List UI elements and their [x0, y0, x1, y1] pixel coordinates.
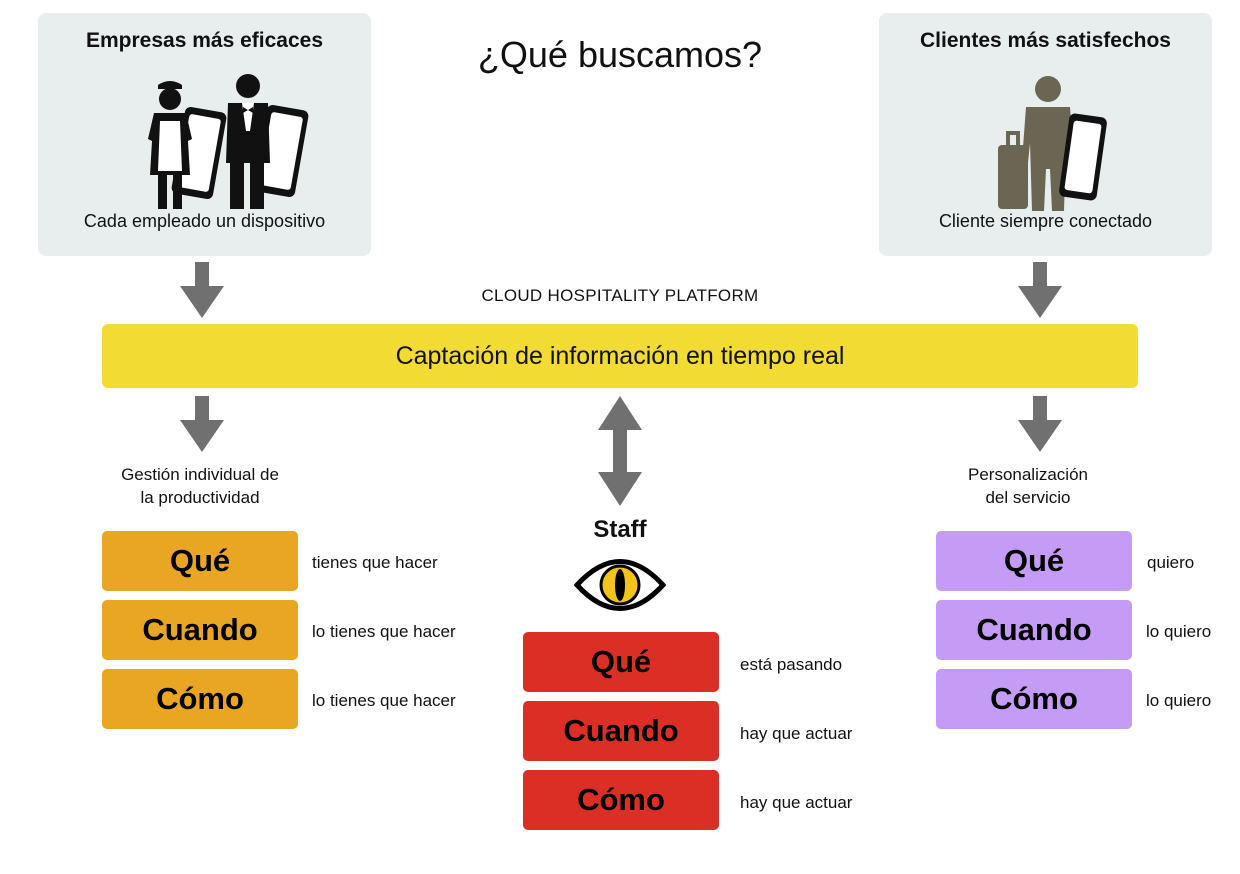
left-cuando-label: Cuando	[142, 612, 258, 647]
center-como-box: Cómo	[523, 770, 719, 830]
right-column-heading: Personalización del servicio	[918, 463, 1138, 509]
double-arrow-icon	[598, 396, 642, 506]
center-como-text: hay que actuar	[740, 793, 853, 812]
left-column-heading: Gestión individual de la productividad	[90, 463, 310, 509]
companies-panel-caption: Cada empleado un dispositivo	[83, 211, 326, 231]
butler-with-phone-icon	[226, 74, 309, 209]
maid-with-phone-icon	[148, 81, 227, 209]
eye-icon	[574, 559, 666, 611]
left-como-text: lo tienes que hacer	[312, 691, 456, 710]
center-como-label: Cómo	[577, 782, 665, 817]
staff-heading: Staff	[593, 516, 647, 543]
arrow-down-icon	[1018, 396, 1062, 452]
left-cuando-text: lo tienes que hacer	[312, 622, 456, 641]
arrow-down-icon	[180, 262, 224, 318]
left-que-text: tienes que hacer	[312, 553, 438, 572]
left-column-heading-line1: Gestión individual de	[121, 465, 279, 484]
clients-panel-caption: Cliente siempre conectado	[938, 211, 1153, 231]
center-que-text: está pasando	[740, 655, 843, 674]
center-cuando-text: hay que actuar	[740, 724, 853, 743]
clients-panel-title: Clientes más satisfechos	[920, 29, 1171, 52]
left-como-label: Cómo	[156, 681, 244, 716]
center-cuando-box: Cuando	[523, 701, 719, 761]
right-cuando-label: Cuando	[976, 612, 1092, 647]
right-como-text: lo quiero	[1146, 691, 1212, 710]
center-que-label: Qué	[590, 644, 652, 679]
arrow-down-icon	[180, 396, 224, 452]
right-como-box: Cómo	[936, 669, 1132, 729]
right-cuando-text: lo quiero	[1146, 622, 1212, 641]
right-que-label: Qué	[1003, 543, 1065, 578]
right-como-label: Cómo	[990, 681, 1078, 716]
left-como-box: Cómo	[102, 669, 298, 729]
right-column-heading-line1: Personalización	[967, 465, 1088, 484]
page-title: ¿Qué buscamos?	[477, 34, 763, 75]
right-que-text: quiero	[1147, 553, 1195, 572]
left-que-box: Qué	[102, 531, 298, 591]
right-column-heading-line2: del servicio	[985, 488, 1071, 507]
realtime-capture-text: Captación de información en tiempo real	[395, 341, 845, 370]
center-cuando-label: Cuando	[563, 713, 679, 748]
right-cuando-box: Cuando	[936, 600, 1132, 660]
left-que-label: Qué	[169, 543, 231, 578]
clients-panel: Clientes más satisfechos Cliente siempre…	[879, 13, 1212, 256]
right-que-box: Qué	[936, 531, 1132, 591]
center-que-box: Qué	[523, 632, 719, 692]
companies-panel: Empresas más eficaces Cada empleado un d…	[38, 13, 371, 256]
left-column-heading-line2: la productividad	[140, 488, 260, 507]
realtime-capture-bar: Captación de información en tiempo real	[102, 324, 1138, 388]
companies-panel-title: Empresas más eficaces	[86, 29, 323, 52]
platform-label: CLOUD HOSPITALITY PLATFORM	[481, 286, 759, 305]
left-cuando-box: Cuando	[102, 600, 298, 660]
arrow-down-icon	[1018, 262, 1062, 318]
guest-with-luggage-and-phone-icon	[998, 76, 1107, 211]
